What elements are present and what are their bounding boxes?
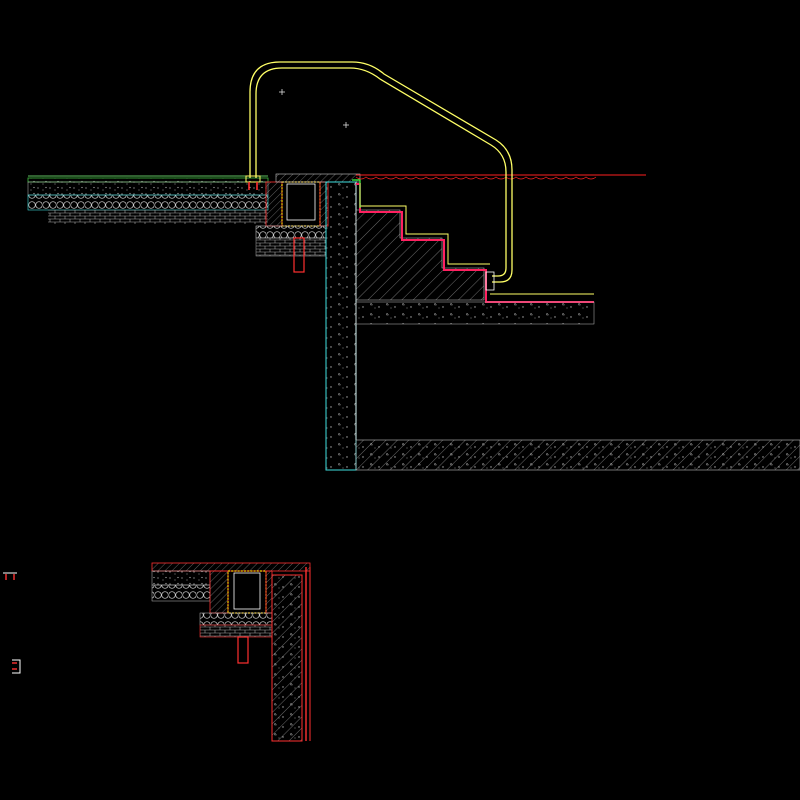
deck-layers xyxy=(27,175,269,224)
drain-gutter-icon xyxy=(255,173,361,273)
pool-wall xyxy=(325,181,357,471)
steps-icon xyxy=(352,179,595,325)
waterline xyxy=(355,174,646,180)
legend-symbol-lining xyxy=(12,659,21,674)
marker-icon xyxy=(279,89,349,128)
legend-symbol-anchor xyxy=(3,572,17,580)
pool-base-slab xyxy=(355,439,800,471)
detail-section xyxy=(151,562,311,742)
handrail-anchor-left xyxy=(245,175,261,190)
handrail-icon xyxy=(249,61,513,291)
